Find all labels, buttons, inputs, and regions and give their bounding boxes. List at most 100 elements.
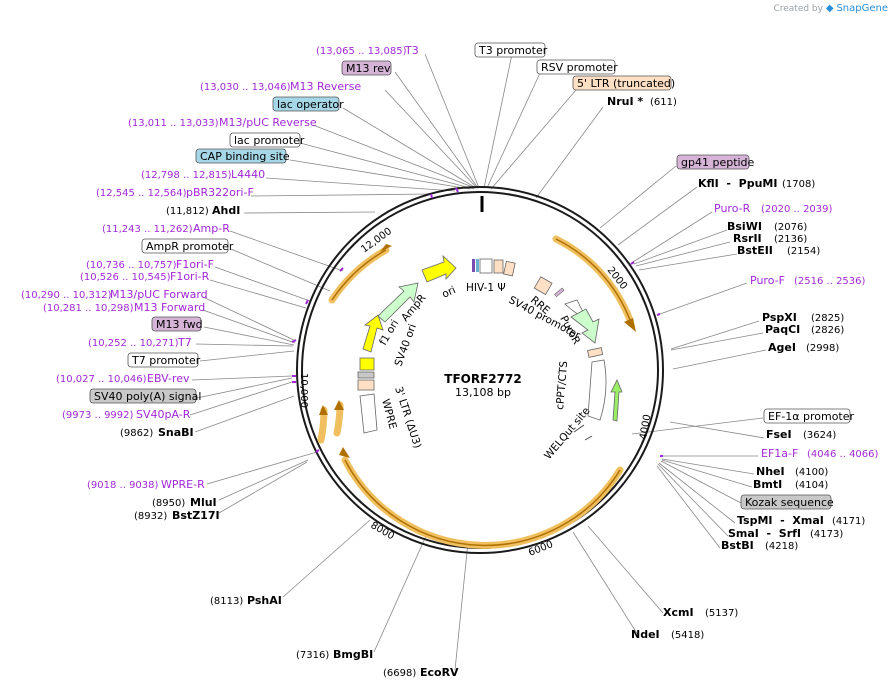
sv40ori-box [359,357,375,371]
label-nhei-pos: (4100) [795,467,828,478]
label-tspmi-xmai[interactable]: TspMI - XmaI [737,514,824,527]
label-ecorv-pos: (6698) [383,668,416,679]
label-m13-forward-pos: (10,281 .. 10,298) [43,303,134,314]
hiv-psi-box [479,258,493,274]
label-bstbi[interactable]: BstBI [721,539,754,552]
label-m13-reverse[interactable]: M13 Reverse [290,80,361,93]
label-ecorv[interactable]: EcoRV [420,666,459,679]
label-ef1a-f[interactable]: EF1a-F [761,447,798,460]
label-nhei[interactable]: NheI [756,465,785,478]
label-pspxi[interactable]: PspXI [762,311,797,324]
label-ampr-primer[interactable]: Amp-R [193,222,230,235]
label-m13-fwd[interactable]: M13 fwd [156,318,203,331]
label-mlui[interactable]: MluI [190,496,217,509]
wpre-shape [359,393,378,434]
label-t3-promoter[interactable]: T3 promoter [478,44,548,57]
backbone-outer [296,186,664,554]
box-lac-operator [272,96,340,112]
label-t7[interactable]: T7 [177,336,192,349]
label-bstz17i-pos: (8932) [134,511,167,522]
label-lac-promoter[interactable]: lac promoter [234,134,305,147]
label-f1ori-f[interactable]: F1ori-F [176,258,214,271]
label-ahdi-pos: (11,812) [166,206,209,217]
inner-features [357,254,623,441]
label-bsiwi[interactable]: BsiWI [727,220,762,233]
label-sv40pa-r[interactable]: SV40pA-R [136,408,191,421]
label-m13-forward[interactable]: M13 Forward [134,301,205,314]
label-5ltr[interactable]: 5' LTR (truncated) [577,77,675,90]
label-cap-binding[interactable]: CAP binding site [200,150,290,163]
box-cap-binding [195,148,287,164]
label-mlui-pos: (8950) [152,498,185,509]
label-t7-promoter[interactable]: T7 promoter [131,354,201,367]
label-m13puc-reverse-pos: (13,011 .. 13,033) [128,118,219,129]
label-wpre-r[interactable]: WPRE-R [161,478,205,491]
box-t7-promoter [127,352,199,368]
ampr-arrow [377,282,419,323]
ori-label: ori [440,284,457,301]
plasmid-size: 13,108 bp [455,386,511,399]
box-m13-fwd [151,316,202,332]
label-paqci[interactable]: PaqCI [765,323,800,336]
label-bmti[interactable]: BmtI [753,478,782,491]
box-kozak [740,494,832,510]
label-m13-rev[interactable]: M13 rev [346,62,391,75]
label-f1ori-f-pos: (10,736 .. 10,757) [86,260,177,271]
label-smai-srfi[interactable]: SmaI - SrfI [728,527,801,540]
label-pbr322ori[interactable]: pBR322ori-F [186,186,254,199]
label-puro-r-pos: (2020 .. 2039) [761,204,833,215]
box-t3-promoter [474,42,546,58]
label-m13puc-forward-pos: (10,290 .. 10,312) [21,290,112,301]
label-bmgbi-pos: (7316) [296,650,329,661]
label-t3-pos: (13,065 .. 13,085) [316,46,407,57]
label-f1ori-r-pos: (10,526 .. 10,545) [80,272,171,283]
label-ebv-rev-pos: (10,027 .. 10,046) [56,374,147,385]
hiv-marker-2 [476,259,479,272]
orf-arrowheads [319,244,636,458]
box-5ltr [572,75,672,91]
label-ndei[interactable]: NdeI [631,628,660,641]
label-sv40-polya[interactable]: SV40 poly(A) signal [94,390,201,403]
label-snabi[interactable]: SnaBI [158,426,194,439]
label-l4440[interactable]: L4440 [231,168,265,181]
gp41-box [554,287,565,298]
label-ampr-promoter[interactable]: AmpR promoter [146,240,234,253]
label-kfli-ppumi[interactable]: KflI - PpuMI [698,177,777,190]
label-bsteii-pos: (2154) [787,246,820,257]
tick-4000: 4000 [638,414,653,441]
label-puro-r[interactable]: Puro-R [714,202,751,215]
label-ebv-rev[interactable]: EBV-rev [147,372,190,385]
label-fsei[interactable]: FseI [766,428,792,441]
label-puro-f[interactable]: Puro-F [750,274,785,287]
kozak-arrow [610,379,623,422]
label-t3[interactable]: T3 [404,44,419,57]
orf-arcs-core [331,238,631,547]
label-agei-pos: (2998) [806,343,839,354]
label-rsrii[interactable]: RsrII [733,232,762,245]
label-pbr322ori-pos: (12,545 .. 12,564) [96,188,187,199]
sv40-promoter-box [533,276,553,296]
label-gp41[interactable]: gp41 peptide [681,156,755,169]
label-pshai[interactable]: PshAI [247,594,282,607]
label-f1ori-r[interactable]: F1ori-R [170,270,210,283]
label-pspxi-pos: (2825) [811,313,844,324]
welqut-label: WELQut site [542,405,592,462]
label-bstbi-pos: (4218) [765,541,798,552]
label-rsv-promoter[interactable]: RSV promoter [541,61,618,74]
f1ori-arrow [362,314,384,353]
label-bstz17i[interactable]: BstZ17I [172,509,220,522]
label-lac-operator[interactable]: lac operator [277,98,344,111]
label-xcmi[interactable]: XcmI [663,606,694,619]
label-fsei-pos: (3624) [803,430,836,441]
label-nrui[interactable]: NruI * [607,95,643,108]
label-m13puc-reverse[interactable]: M13/pUC Reverse [219,116,317,129]
label-kozak[interactable]: Kozak sequence [745,496,834,509]
label-ef1a-promoter[interactable]: EF-1α promoter [768,410,855,423]
label-ahdi[interactable]: AhdI [212,204,240,217]
label-bmgbi[interactable]: BmgBI [333,648,373,661]
label-bsiwi-pos: (2076) [774,222,807,233]
label-m13puc-forward[interactable]: M13/pUC Forward [110,288,208,301]
label-bsteii[interactable]: BstEII [737,244,773,257]
label-agei[interactable]: AgeI [768,341,796,354]
